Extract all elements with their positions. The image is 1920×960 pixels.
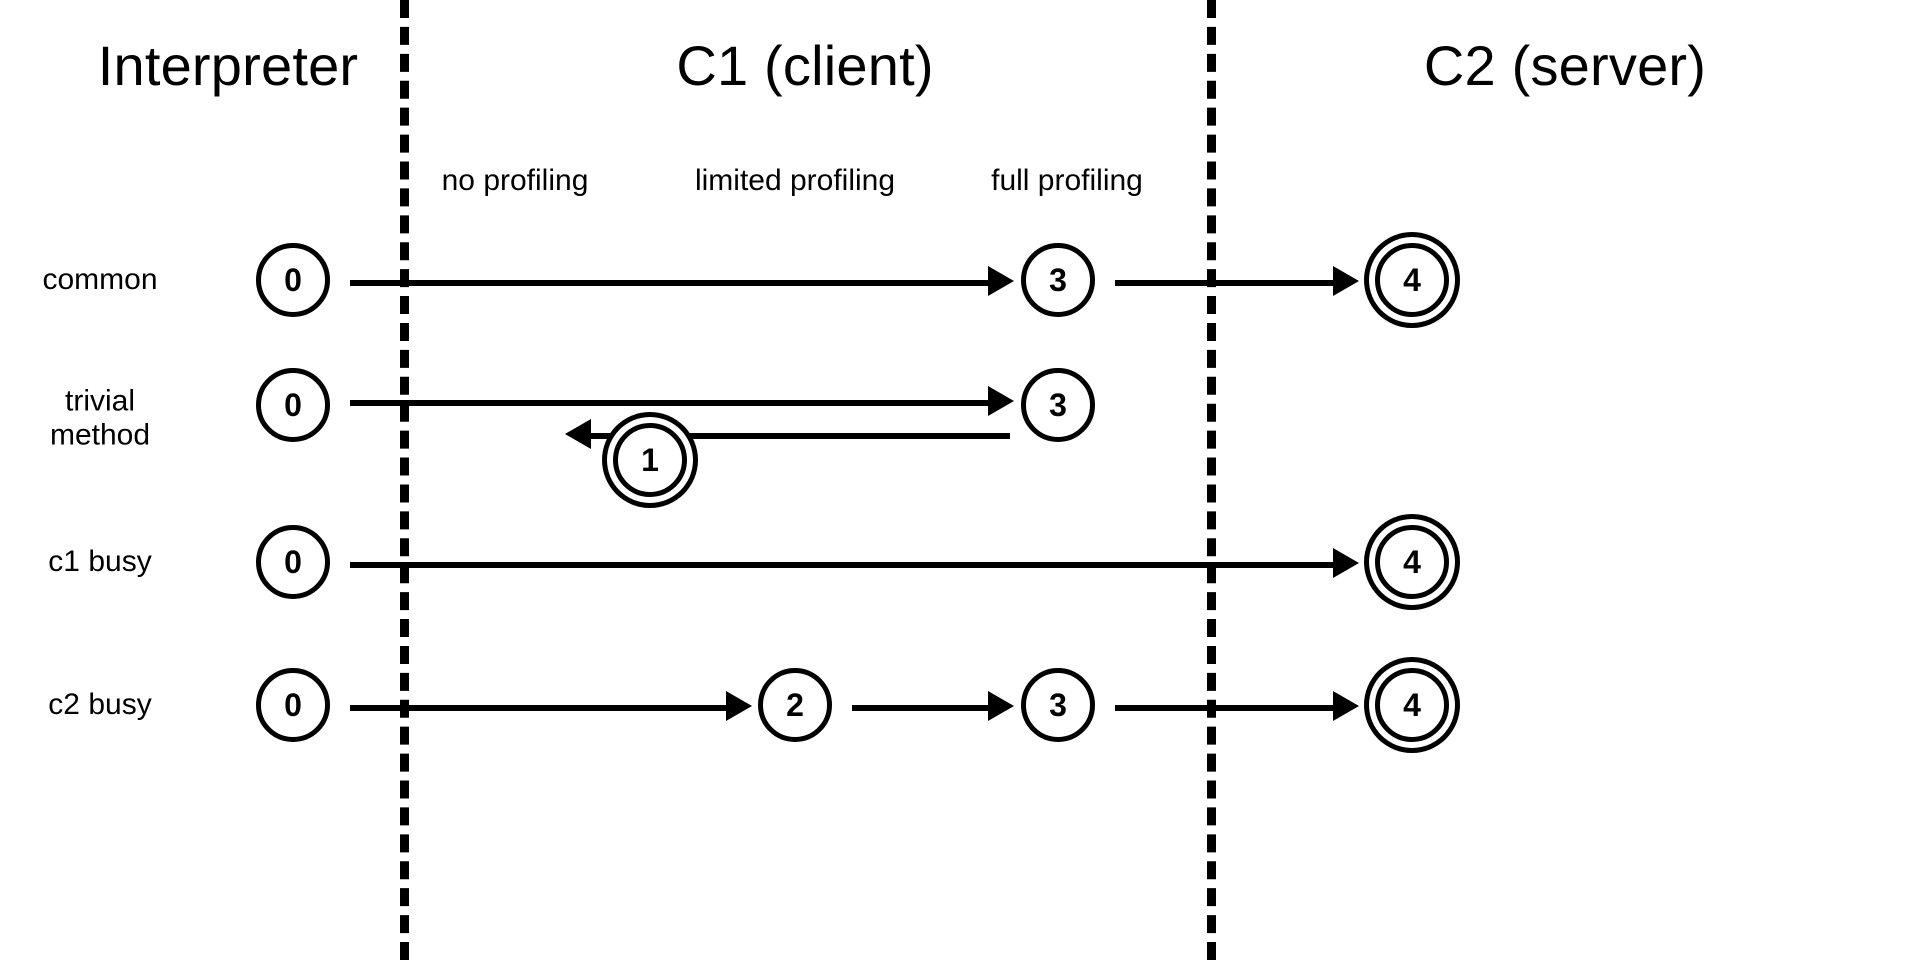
row-label-c1-busy: c1 busy bbox=[48, 545, 152, 579]
state-node-label: 0 bbox=[284, 543, 302, 580]
state-node: 2 bbox=[758, 668, 832, 742]
state-node: 3 bbox=[1021, 668, 1095, 742]
transition-edge bbox=[350, 400, 988, 406]
column-header-interpreter: Interpreter bbox=[97, 34, 359, 97]
transition-edge bbox=[350, 280, 988, 286]
state-node: 0 bbox=[256, 368, 330, 442]
state-node-accepting: 4 bbox=[1375, 243, 1449, 317]
state-node-label: 2 bbox=[786, 686, 804, 723]
column-divider-interpreter-c1 bbox=[400, 0, 409, 960]
arrowhead-right-icon bbox=[988, 266, 1014, 296]
arrowhead-right-icon bbox=[988, 691, 1014, 721]
state-node-accepting: 4 bbox=[1375, 668, 1449, 742]
state-node-label: 1 bbox=[641, 441, 659, 478]
arrowhead-right-icon bbox=[1333, 548, 1359, 578]
state-node: 3 bbox=[1021, 368, 1095, 442]
transition-edge bbox=[587, 433, 1010, 439]
column-header-c1-client: C1 (client) bbox=[676, 34, 934, 97]
state-node: 3 bbox=[1021, 243, 1095, 317]
transition-edge bbox=[1115, 280, 1333, 286]
row-label-common: common bbox=[42, 263, 158, 297]
state-node-label: 4 bbox=[1403, 686, 1421, 723]
state-node-label: 0 bbox=[284, 261, 302, 298]
arrowhead-right-icon bbox=[1333, 691, 1359, 721]
row-label-trivial-method: trivial method bbox=[49, 384, 151, 451]
state-node: 0 bbox=[256, 668, 330, 742]
state-node-label: 0 bbox=[284, 386, 302, 423]
row-label-c2-busy: c2 busy bbox=[48, 688, 152, 722]
tier-label-no-profiling: no profiling bbox=[441, 164, 589, 197]
state-node-label: 3 bbox=[1049, 686, 1067, 723]
state-node-accepting: 1 bbox=[613, 423, 687, 497]
arrowhead-right-icon bbox=[1333, 266, 1359, 296]
transition-edge bbox=[350, 705, 726, 711]
column-header-c2-server: C2 (server) bbox=[1423, 34, 1707, 97]
tier-label-limited-profiling: limited profiling bbox=[694, 164, 896, 197]
arrowhead-left-icon bbox=[565, 419, 591, 449]
state-node-label: 4 bbox=[1403, 543, 1421, 580]
transition-edge bbox=[1115, 705, 1333, 711]
state-node-label: 0 bbox=[284, 686, 302, 723]
column-divider-c1-c2 bbox=[1207, 0, 1216, 960]
transition-edge bbox=[350, 562, 1333, 568]
state-node: 0 bbox=[256, 525, 330, 599]
arrowhead-right-icon bbox=[988, 386, 1014, 416]
tier-label-full-profiling: full profiling bbox=[991, 164, 1143, 197]
state-node: 0 bbox=[256, 243, 330, 317]
arrowhead-right-icon bbox=[726, 691, 752, 721]
state-node-label: 4 bbox=[1403, 261, 1421, 298]
state-node-accepting: 4 bbox=[1375, 525, 1449, 599]
state-node-label: 3 bbox=[1049, 386, 1067, 423]
state-node-label: 3 bbox=[1049, 261, 1067, 298]
transition-edge bbox=[852, 705, 988, 711]
